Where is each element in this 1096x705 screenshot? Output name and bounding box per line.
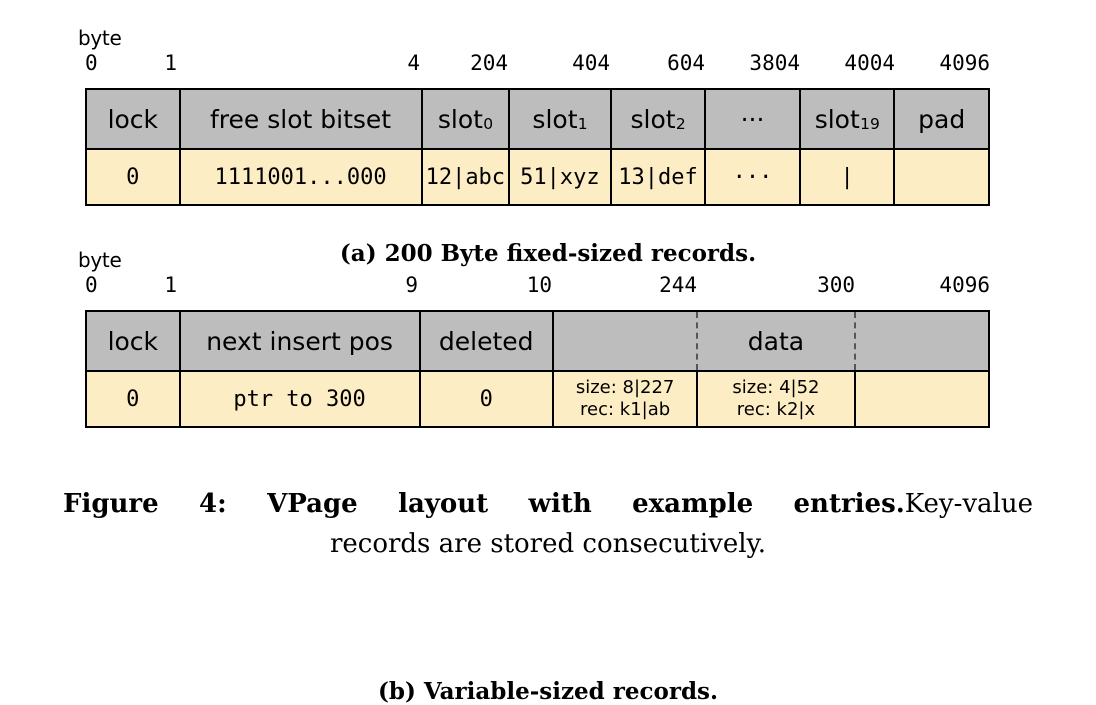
byte-b-tick-244: 244: [659, 273, 697, 297]
byte-axis-label-a: byte: [78, 26, 122, 50]
cell-text: slot: [630, 104, 676, 134]
cell-subscript: 1: [577, 115, 588, 134]
cell-line-1: size: 8|227: [575, 377, 675, 398]
header-cell-data: data: [696, 312, 853, 370]
byte-ruler-b: 0 1 9 10 244 300 4096: [0, 272, 1096, 300]
cell-subscript: 0: [483, 115, 494, 134]
byte-a-tick-604: 604: [667, 51, 705, 75]
header-cell-ellipsis: ···: [704, 90, 799, 148]
cell-line-2: rec: k2|x: [736, 399, 816, 420]
cell-text: slot: [532, 104, 578, 134]
header-cell-pad: pad: [893, 90, 988, 148]
figure-caption-rest-line2: records are stored consecutively.: [329, 529, 767, 559]
data-cell-7: [893, 150, 988, 204]
cell-subscript: 2: [675, 115, 686, 134]
byte-b-tick-10: 10: [526, 273, 552, 297]
data-cell-6: |: [798, 150, 894, 204]
byte-a-tick-1: 1: [164, 51, 177, 75]
data-cell-1: 1111001...000: [178, 150, 421, 204]
cell-subscript: 19: [860, 115, 880, 134]
header-cell-lock: lock: [107, 104, 159, 134]
header-cell-empty-3: [551, 312, 696, 370]
header-cell-lock: lock: [107, 326, 159, 356]
byte-axis-label-b: byte: [78, 248, 122, 272]
byte-a-tick-0: 0: [85, 51, 98, 75]
data-cell-2: 0: [418, 372, 552, 426]
header-cell-free-slot-bitset: free slot bitset: [178, 90, 421, 148]
byte-b-tick-300: 300: [817, 273, 855, 297]
subcaption-a: (a) 200 Byte fixed-sized records.: [339, 240, 757, 267]
byte-b-tick-1: 1: [164, 273, 177, 297]
header-cell-empty-5: [853, 312, 988, 370]
figure-caption-lead: Figure 4: VPage layout with example entr…: [63, 489, 905, 519]
data-cell-5: ···: [704, 150, 799, 204]
byte-a-tick-204: 204: [470, 51, 508, 75]
byte-a-tick-4004: 4004: [844, 51, 895, 75]
figure-caption: Figure 4: VPage layout with example entr…: [63, 484, 1033, 564]
figure-caption-rest-line1: Key-value: [904, 489, 1033, 519]
byte-a-tick-4096: 4096: [939, 51, 990, 75]
byte-b-tick-9: 9: [405, 273, 418, 297]
byte-b-tick-4096: 4096: [939, 273, 990, 297]
data-cell-4: 13|def: [609, 150, 705, 204]
byte-b-tick-0: 0: [85, 273, 98, 297]
cell-text: slot: [437, 104, 483, 134]
header-cell-next-insert-pos: next insert pos: [178, 312, 419, 370]
header-cell-deleted: deleted: [418, 312, 552, 370]
data-cell-5: [853, 372, 988, 426]
cell-text: slot: [814, 104, 860, 134]
figure-vpage-layout: byte 0 1 4 204 404 604 3804 4004 4096 lock free s…: [0, 26, 1096, 705]
subcaption-b: (b) Variable-sized records.: [378, 678, 718, 705]
data-cell-3: 51|xyz: [508, 150, 610, 204]
cell-line-1: size: 4|52: [732, 377, 820, 398]
byte-a-tick-404: 404: [572, 51, 610, 75]
byte-a-tick-4: 4: [407, 51, 420, 75]
data-cell-2: 12|abc: [420, 150, 509, 204]
data-cell-1: ptr to 300: [178, 372, 419, 426]
data-cell-0: 0: [126, 386, 140, 412]
byte-ruler-a: 0 1 4 204 404 604 3804 4004 4096: [0, 50, 1096, 78]
cell-line-2: rec: k1|ab: [580, 399, 671, 420]
data-cell-0: 0: [126, 164, 140, 190]
byte-a-tick-3804: 3804: [749, 51, 800, 75]
